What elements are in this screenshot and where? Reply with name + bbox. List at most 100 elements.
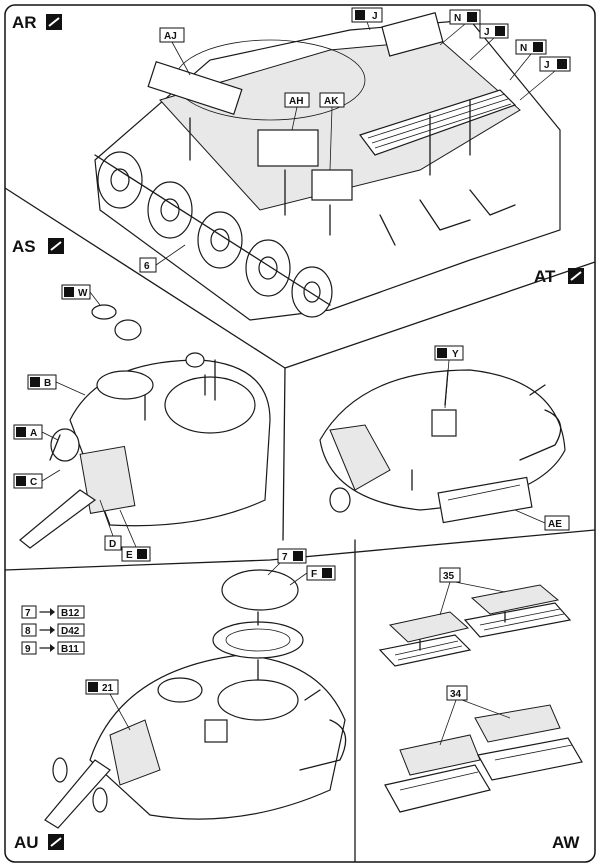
searchlight <box>50 428 80 462</box>
svg-text:E: E <box>126 550 133 561</box>
svg-text:AE: AE <box>548 519 562 530</box>
cupola-hatch-7 <box>221 569 299 611</box>
assembly-arrows <box>49 374 206 461</box>
svg-text:21: 21 <box>102 683 114 694</box>
svg-text:C: C <box>30 477 37 488</box>
at-callouts: Y AE <box>434 345 570 531</box>
section-au-header: AU <box>14 833 64 852</box>
callout-f: F <box>306 565 336 581</box>
divider-as-at <box>4 529 596 571</box>
svg-text:8: 8 <box>25 626 31 637</box>
callout-aj: AJ <box>159 27 185 43</box>
periscope-y <box>431 409 457 437</box>
callout-6: 6 <box>139 257 157 273</box>
callout-34: 34 <box>446 685 468 701</box>
callout-j-right: J <box>539 56 571 72</box>
callout-ae: AE <box>544 515 570 531</box>
callout-ah: AH <box>284 92 310 108</box>
part-substitution-table: 7 B12 8 D42 9 B11 <box>21 605 85 655</box>
main-gun-barrel <box>44 759 111 829</box>
engine-grill-assembly-34: 34 <box>384 685 583 813</box>
svg-text:AH: AH <box>289 96 303 107</box>
callout-35: 35 <box>439 567 461 583</box>
callout-n-top: N <box>449 9 481 25</box>
section-aw-header: AW <box>552 833 580 852</box>
substitution-row: 7 B12 <box>21 605 85 619</box>
svg-text:AJ: AJ <box>164 31 177 42</box>
callout-d: D <box>104 535 122 551</box>
callout-c: C <box>13 473 43 489</box>
svg-text:B12: B12 <box>61 608 80 619</box>
section-au: AU 7 B12 8 D42 9 B11 <box>14 548 347 852</box>
svg-text:AK: AK <box>324 96 339 107</box>
svg-text:N: N <box>454 13 461 24</box>
commander-cupola <box>164 376 256 434</box>
svg-text:7: 7 <box>25 608 31 619</box>
callout-j-mid: J <box>479 23 509 39</box>
main-gun-barrel <box>19 489 97 549</box>
substitution-row: 9 B11 <box>21 641 85 655</box>
callout-7: 7 <box>277 548 307 564</box>
svg-text:D: D <box>109 539 116 550</box>
divider-as-at-vertical <box>282 367 286 541</box>
section-ar-header: AR <box>12 13 62 32</box>
svg-text:J: J <box>544 60 550 71</box>
svg-text:9: 9 <box>25 644 31 655</box>
section-at-header: AT <box>534 267 584 286</box>
assembly-arrows <box>257 611 321 701</box>
svg-text:J: J <box>372 11 378 22</box>
callout-y: Y <box>434 345 464 361</box>
section-au-title: AU <box>14 833 39 852</box>
section-as-title: AS <box>12 237 36 256</box>
svg-text:F: F <box>311 569 317 580</box>
stowage-box-ak <box>311 169 353 201</box>
section-aw: AW 35 34 <box>378 567 583 852</box>
gun-mantlet <box>79 445 136 514</box>
tank-hull-drawing <box>94 12 561 321</box>
substitution-row: 8 D42 <box>21 623 85 637</box>
svg-text:B11: B11 <box>61 644 79 655</box>
road-wheels <box>97 151 333 318</box>
svg-text:Y: Y <box>452 349 459 360</box>
sheet-frame <box>4 4 596 863</box>
callout-w: W <box>61 284 91 300</box>
callout-21: 21 <box>85 679 119 695</box>
ar-callouts: J N J N J AJ AH AK 6 <box>139 7 571 273</box>
au-callouts: 7 F 21 <box>85 548 336 731</box>
paint-brush-stroke <box>48 17 60 27</box>
section-as-header: AS <box>12 237 64 256</box>
cupola-ring <box>212 621 304 659</box>
section-at-title: AT <box>534 267 556 286</box>
svg-text:D42: D42 <box>61 626 80 637</box>
rear-stowage-plate-ae <box>437 476 533 524</box>
section-aw-title: AW <box>552 833 580 852</box>
svg-text:B: B <box>44 378 51 389</box>
section-ar: AR <box>12 7 571 321</box>
callout-ak: AK <box>319 92 345 108</box>
periscope-part-w <box>114 319 142 341</box>
svg-text:6: 6 <box>144 261 150 272</box>
svg-text:N: N <box>520 43 527 54</box>
svg-text:W: W <box>78 288 88 299</box>
callout-a: A <box>13 424 43 440</box>
stowage-box-aj <box>147 60 243 116</box>
fuel-tank <box>381 12 444 57</box>
svg-text:7: 7 <box>282 552 288 563</box>
svg-text:A: A <box>30 428 37 439</box>
assembly-arrows <box>189 99 471 236</box>
as-callouts: W B A C D E <box>13 284 151 562</box>
turret-rear-drawing <box>319 369 566 524</box>
svg-text:35: 35 <box>443 571 455 582</box>
section-ar-title: AR <box>12 13 37 32</box>
section-as: AS W B A C D E <box>12 237 271 562</box>
engine-grill-assembly-35: 35 <box>378 567 572 667</box>
callout-j-top: J <box>351 7 383 23</box>
turret-top-drawing <box>44 569 347 829</box>
turret-drawing <box>19 304 271 549</box>
stowage-box-ah <box>257 129 319 167</box>
svg-text:34: 34 <box>450 689 462 700</box>
callout-e: E <box>121 546 151 562</box>
svg-text:J: J <box>484 27 490 38</box>
callout-b: B <box>27 374 57 390</box>
